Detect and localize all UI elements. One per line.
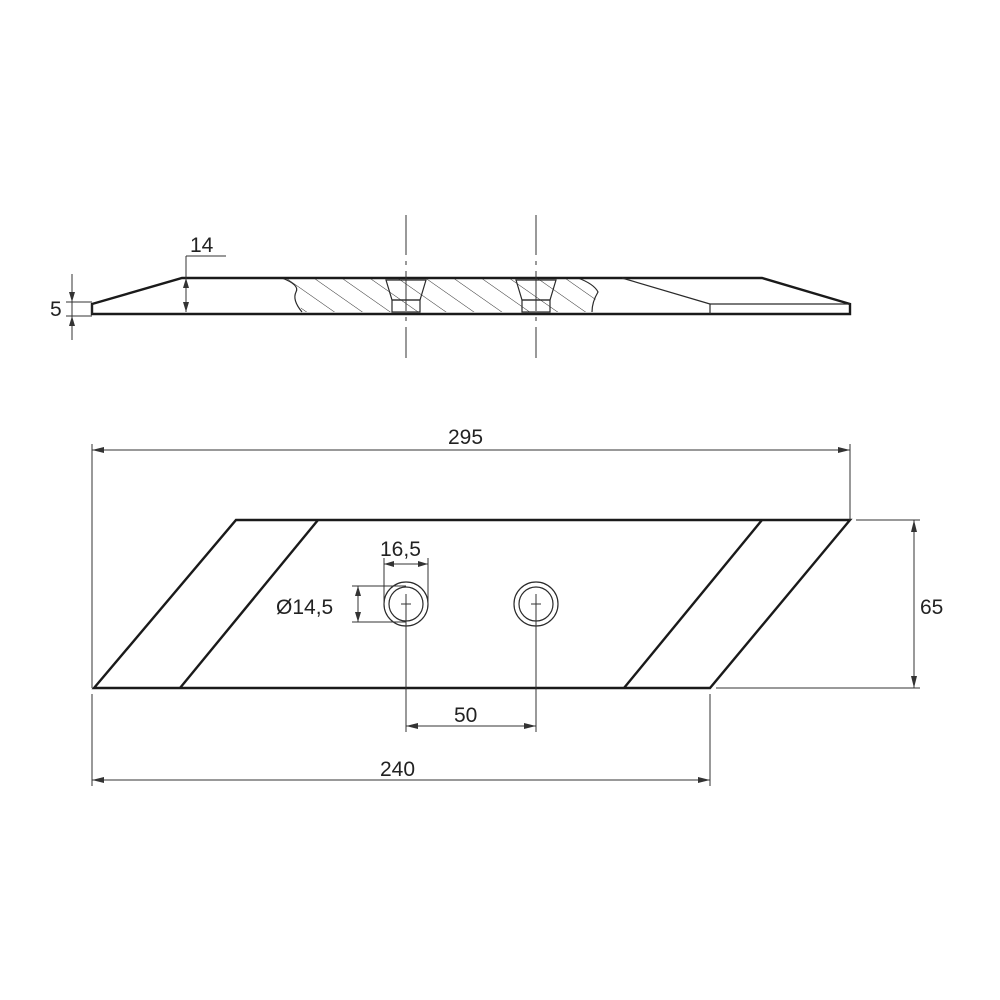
dim-5-arrow-top [69,292,75,302]
section-break-right [577,277,599,313]
dim-295-arrow-left [92,447,104,453]
dim-295-label: 295 [448,426,483,449]
dim-14-arrow-top [183,278,189,288]
dim-14-label: 14 [190,234,214,257]
side-view: 14 5 [50,215,852,358]
blade-plan-outline [91,518,853,690]
dim-dia-arrow-bottom [355,612,361,622]
dim-dia-label: Ø14,5 [276,596,333,619]
dim-dia-arrow-top [355,586,361,596]
dim-295-arrow-right [838,447,850,453]
bevel-line-right [623,519,763,689]
dim-240-label: 240 [380,758,415,781]
dim-16-5-arrow-left [384,561,394,567]
bevel-line-left [179,519,319,689]
plan-view: 295 65 16,5 Ø14,5 50 240 [91,426,943,786]
section-hatch [282,278,598,312]
dim-50-arrow-left [406,723,418,729]
dim-240-arrow-right [698,777,710,783]
dim-240-arrow-left [92,777,104,783]
dim-16-5-arrow-right [418,561,428,567]
dim-65-label: 65 [920,596,943,619]
dim-14-arrow-bottom [183,302,189,312]
dim-65-arrow-bottom [911,676,917,688]
dim-65-arrow-top [911,520,917,532]
dim-50-label: 50 [454,704,477,727]
dim-16-5-label: 16,5 [380,538,421,561]
section-break-left [281,277,303,313]
bevel-face-right [621,277,711,305]
dim-5-arrow-bottom [69,316,75,326]
dim-5-label: 5 [50,298,62,321]
dim-50-arrow-right [524,723,536,729]
